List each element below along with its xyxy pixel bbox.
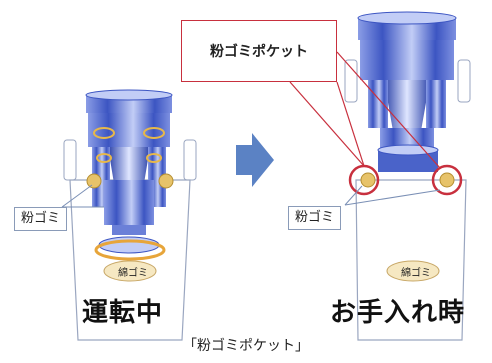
pocket-highlight-right [431, 164, 463, 196]
right-mode-label: お手入れ時 [330, 298, 466, 328]
right-dust-cup [355, 179, 467, 341]
left-swirl-arrow [94, 239, 166, 261]
right-dust-clump [439, 172, 455, 188]
right-dust-label: 粉ゴミ [288, 206, 342, 230]
right-fiber-label: 綿ゴミ [401, 268, 431, 279]
right-cyclone-unit [289, 11, 471, 341]
pocket-callout-label: 粉ゴミポケット [210, 44, 308, 60]
left-fiber-cloud [103, 260, 157, 282]
figure-caption: 「粉ゴミポケット」 [183, 338, 309, 354]
left-dust-clump [158, 173, 174, 189]
right-fiber-cloud [386, 260, 440, 282]
left-dust-label: 粉ゴミ [14, 207, 68, 231]
transition-arrow [236, 133, 274, 187]
left-mode-label: 運転中 [82, 298, 164, 328]
left-dust-clump [86, 173, 102, 189]
right-dust-clump [360, 172, 376, 188]
left-cyclone-unit [61, 89, 197, 341]
left-fiber-label: 綿ゴミ [118, 268, 148, 279]
pocket-callout-box: 粉ゴミポケット [181, 20, 337, 82]
